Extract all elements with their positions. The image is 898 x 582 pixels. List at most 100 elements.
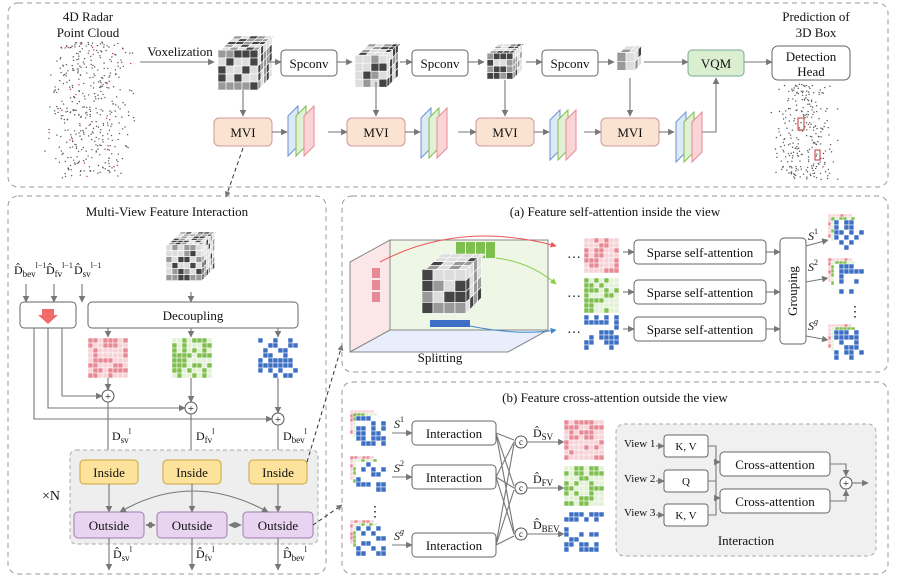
grid-cell <box>196 352 203 359</box>
grid-cell <box>608 292 615 299</box>
grid-cell <box>196 337 203 344</box>
grid-cell <box>568 434 575 441</box>
point <box>78 114 80 116</box>
grid-cell <box>355 430 362 437</box>
point <box>92 132 94 134</box>
point <box>82 131 85 134</box>
grid-cell <box>583 495 590 502</box>
grid-cell <box>171 357 178 364</box>
fv-feature-grid <box>171 337 213 379</box>
grid-cell <box>578 531 585 538</box>
point <box>65 72 68 74</box>
grid-cell <box>598 339 605 346</box>
point <box>61 177 64 179</box>
concat-icon: c <box>519 483 523 493</box>
grid-cell <box>87 367 94 374</box>
point <box>806 129 808 131</box>
point <box>778 110 781 113</box>
ca-input-group-3 <box>349 519 387 557</box>
grid-cell <box>262 367 269 374</box>
point <box>795 100 797 102</box>
grid-cell <box>563 424 570 431</box>
point <box>812 142 815 144</box>
point <box>103 44 105 46</box>
grid-cell <box>608 257 615 264</box>
point <box>115 115 117 118</box>
point <box>807 91 810 93</box>
grid-cell <box>583 257 590 264</box>
voxel-cell <box>177 256 185 263</box>
grid-cell <box>568 526 575 533</box>
grid-cell <box>355 525 362 532</box>
point <box>812 165 815 167</box>
point <box>94 140 96 143</box>
grid-cell <box>608 277 615 284</box>
point <box>121 157 124 160</box>
point <box>78 84 80 86</box>
voxel-cell <box>189 244 197 251</box>
point <box>98 138 100 140</box>
voxel-cell <box>499 52 507 60</box>
point <box>800 165 802 168</box>
grid-cell <box>563 511 570 518</box>
point <box>93 82 95 84</box>
grid-cell <box>568 475 575 482</box>
point <box>88 166 91 168</box>
grid-cell <box>843 244 850 251</box>
grid-cell <box>598 521 605 528</box>
grid-cell <box>578 465 585 472</box>
grid-cell <box>380 420 387 427</box>
grid-cell <box>201 347 208 354</box>
point <box>806 113 808 116</box>
point <box>91 149 93 151</box>
cross-attention-label-1: Cross-attention <box>735 457 815 472</box>
point <box>802 114 805 116</box>
grid-cell <box>287 342 294 349</box>
grid-cell <box>365 486 372 493</box>
point <box>117 106 120 108</box>
point <box>780 145 782 148</box>
point <box>801 94 804 97</box>
grid-cell <box>598 444 605 451</box>
grid-cell <box>355 550 362 557</box>
grid-cell <box>588 287 595 294</box>
point <box>791 88 793 90</box>
point <box>69 97 72 99</box>
grid-cell <box>122 362 129 369</box>
grid-cell <box>593 267 600 274</box>
mvi-label-3: MVI <box>492 125 517 140</box>
d-sv-out-label: D̂svl <box>113 545 133 563</box>
grid-cell <box>833 244 840 251</box>
grid-cell <box>603 334 610 341</box>
grid-cell <box>102 357 109 364</box>
grid-cell <box>588 242 595 249</box>
grid-cell <box>107 367 114 374</box>
point <box>99 80 102 82</box>
grid-cell <box>102 352 109 359</box>
grid-cell <box>375 550 382 557</box>
grid-cell <box>588 485 595 492</box>
point <box>115 104 117 106</box>
point <box>830 151 833 153</box>
grid-cell <box>186 342 193 349</box>
grid-cell <box>848 239 855 246</box>
grid-cell <box>838 239 845 246</box>
point <box>795 167 798 170</box>
grid-cell <box>375 540 382 547</box>
point <box>824 161 826 164</box>
point <box>69 47 71 49</box>
decoupling-box <box>87 301 299 329</box>
grid-cell <box>568 521 575 528</box>
grid-cell <box>355 420 362 427</box>
grid-cell <box>588 444 595 451</box>
inside-label-bev: Inside <box>262 465 294 480</box>
grid-cell <box>201 372 208 379</box>
grid-cell <box>102 347 109 354</box>
point <box>83 63 86 65</box>
point <box>800 121 802 124</box>
grid-cell <box>593 344 600 351</box>
point <box>74 42 77 44</box>
grid-cell <box>563 449 570 456</box>
point <box>802 90 804 93</box>
grid-cell <box>563 485 570 492</box>
